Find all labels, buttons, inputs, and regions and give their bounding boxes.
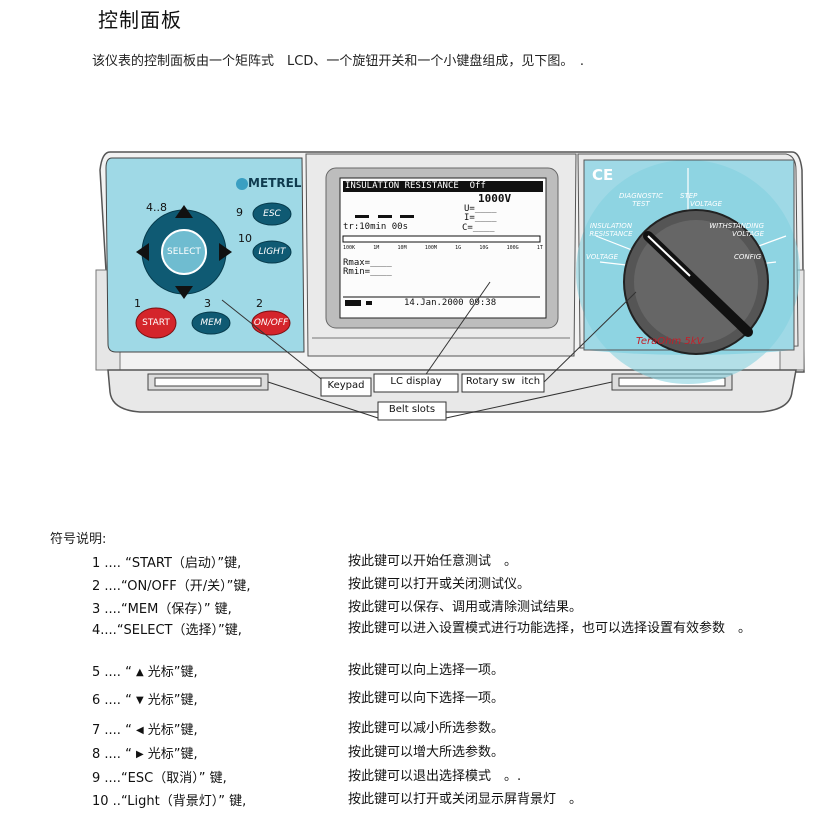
legend-header: 符号说明: bbox=[50, 532, 107, 547]
left-arrow-icon[interactable] bbox=[136, 243, 149, 261]
lcd-bargraph bbox=[342, 235, 541, 243]
mem-key-label[interactable]: MEM bbox=[200, 318, 222, 328]
lcd-rmax: Rmax=____ bbox=[343, 258, 392, 268]
label-num-esc: 9 bbox=[236, 206, 243, 219]
down-cursor-icon: ▼ bbox=[135, 695, 144, 706]
page-title: 控制面板 bbox=[98, 8, 182, 32]
battery-icon bbox=[345, 300, 361, 306]
label-num-mem: 3 bbox=[204, 297, 211, 310]
select-key[interactable] bbox=[161, 229, 207, 275]
onoff-key-label[interactable]: ON/OFF bbox=[253, 318, 289, 328]
lcd-tr: tr:10min 00s bbox=[343, 222, 409, 232]
callout-lc-display: LC display bbox=[390, 376, 442, 387]
callout-belt-slots: Belt slots bbox=[388, 404, 436, 415]
plug-icon bbox=[366, 301, 372, 305]
lcd-date: 14.Jan.2000 09:38 bbox=[404, 298, 497, 308]
callout-line-keypad bbox=[221, 299, 331, 387]
label-num-onoff: 2 bbox=[256, 297, 263, 310]
label-num-start: 1 bbox=[134, 297, 141, 310]
label-voltage: VOLTAGE bbox=[586, 253, 618, 261]
lcd-screen bbox=[339, 177, 547, 319]
label-num-arrows: 4..8 bbox=[146, 201, 167, 214]
mem-key[interactable] bbox=[191, 311, 231, 335]
onoff-key[interactable] bbox=[251, 310, 291, 336]
lcd-u: U=____ bbox=[464, 204, 497, 214]
select-key-label[interactable]: SELECT bbox=[167, 247, 201, 257]
lcd-i: I=____ bbox=[464, 213, 497, 223]
up-arrow-icon[interactable] bbox=[175, 205, 193, 218]
callout-line-lcd bbox=[421, 281, 491, 381]
brand-label: METREL bbox=[248, 176, 302, 190]
model-label: TeraOhm 5kV bbox=[636, 336, 704, 347]
callout-rotary-switch: Rotary sw itch bbox=[465, 376, 541, 387]
right-cursor-icon: ▶ bbox=[135, 749, 144, 760]
light-key[interactable] bbox=[252, 240, 292, 264]
esc-key[interactable] bbox=[252, 202, 292, 226]
start-key[interactable] bbox=[135, 307, 177, 339]
start-key-label[interactable]: START bbox=[142, 318, 170, 328]
lcd-rmin: Rmin=____ bbox=[343, 267, 392, 277]
lcd-voltage: 1000V bbox=[478, 192, 512, 205]
label-config: CONFIG bbox=[734, 253, 762, 261]
lcd-c: C=____ bbox=[462, 223, 495, 233]
callout-line-rotary bbox=[541, 291, 637, 385]
intro-text: 该仪表的控制面板由一个矩阵式 LCD、一个旋钮开关和一个小键盘组成，见下图。 . bbox=[92, 54, 584, 69]
light-key-label[interactable]: LIGHT bbox=[258, 247, 286, 257]
right-arrow-icon[interactable] bbox=[219, 243, 232, 261]
esc-key-label[interactable]: ESC bbox=[263, 209, 281, 219]
down-arrow-icon[interactable] bbox=[175, 286, 193, 299]
callout-keypad: Keypad bbox=[327, 380, 365, 391]
label-num-light: 10 bbox=[238, 232, 252, 245]
ce-mark: CE bbox=[592, 166, 614, 184]
up-cursor-icon: ▲ bbox=[135, 667, 144, 678]
left-cursor-icon: ◀ bbox=[135, 725, 144, 736]
lcd-line-1: INSULATION RESISTANCE Off bbox=[345, 181, 486, 191]
metrel-logo-icon bbox=[236, 178, 248, 190]
